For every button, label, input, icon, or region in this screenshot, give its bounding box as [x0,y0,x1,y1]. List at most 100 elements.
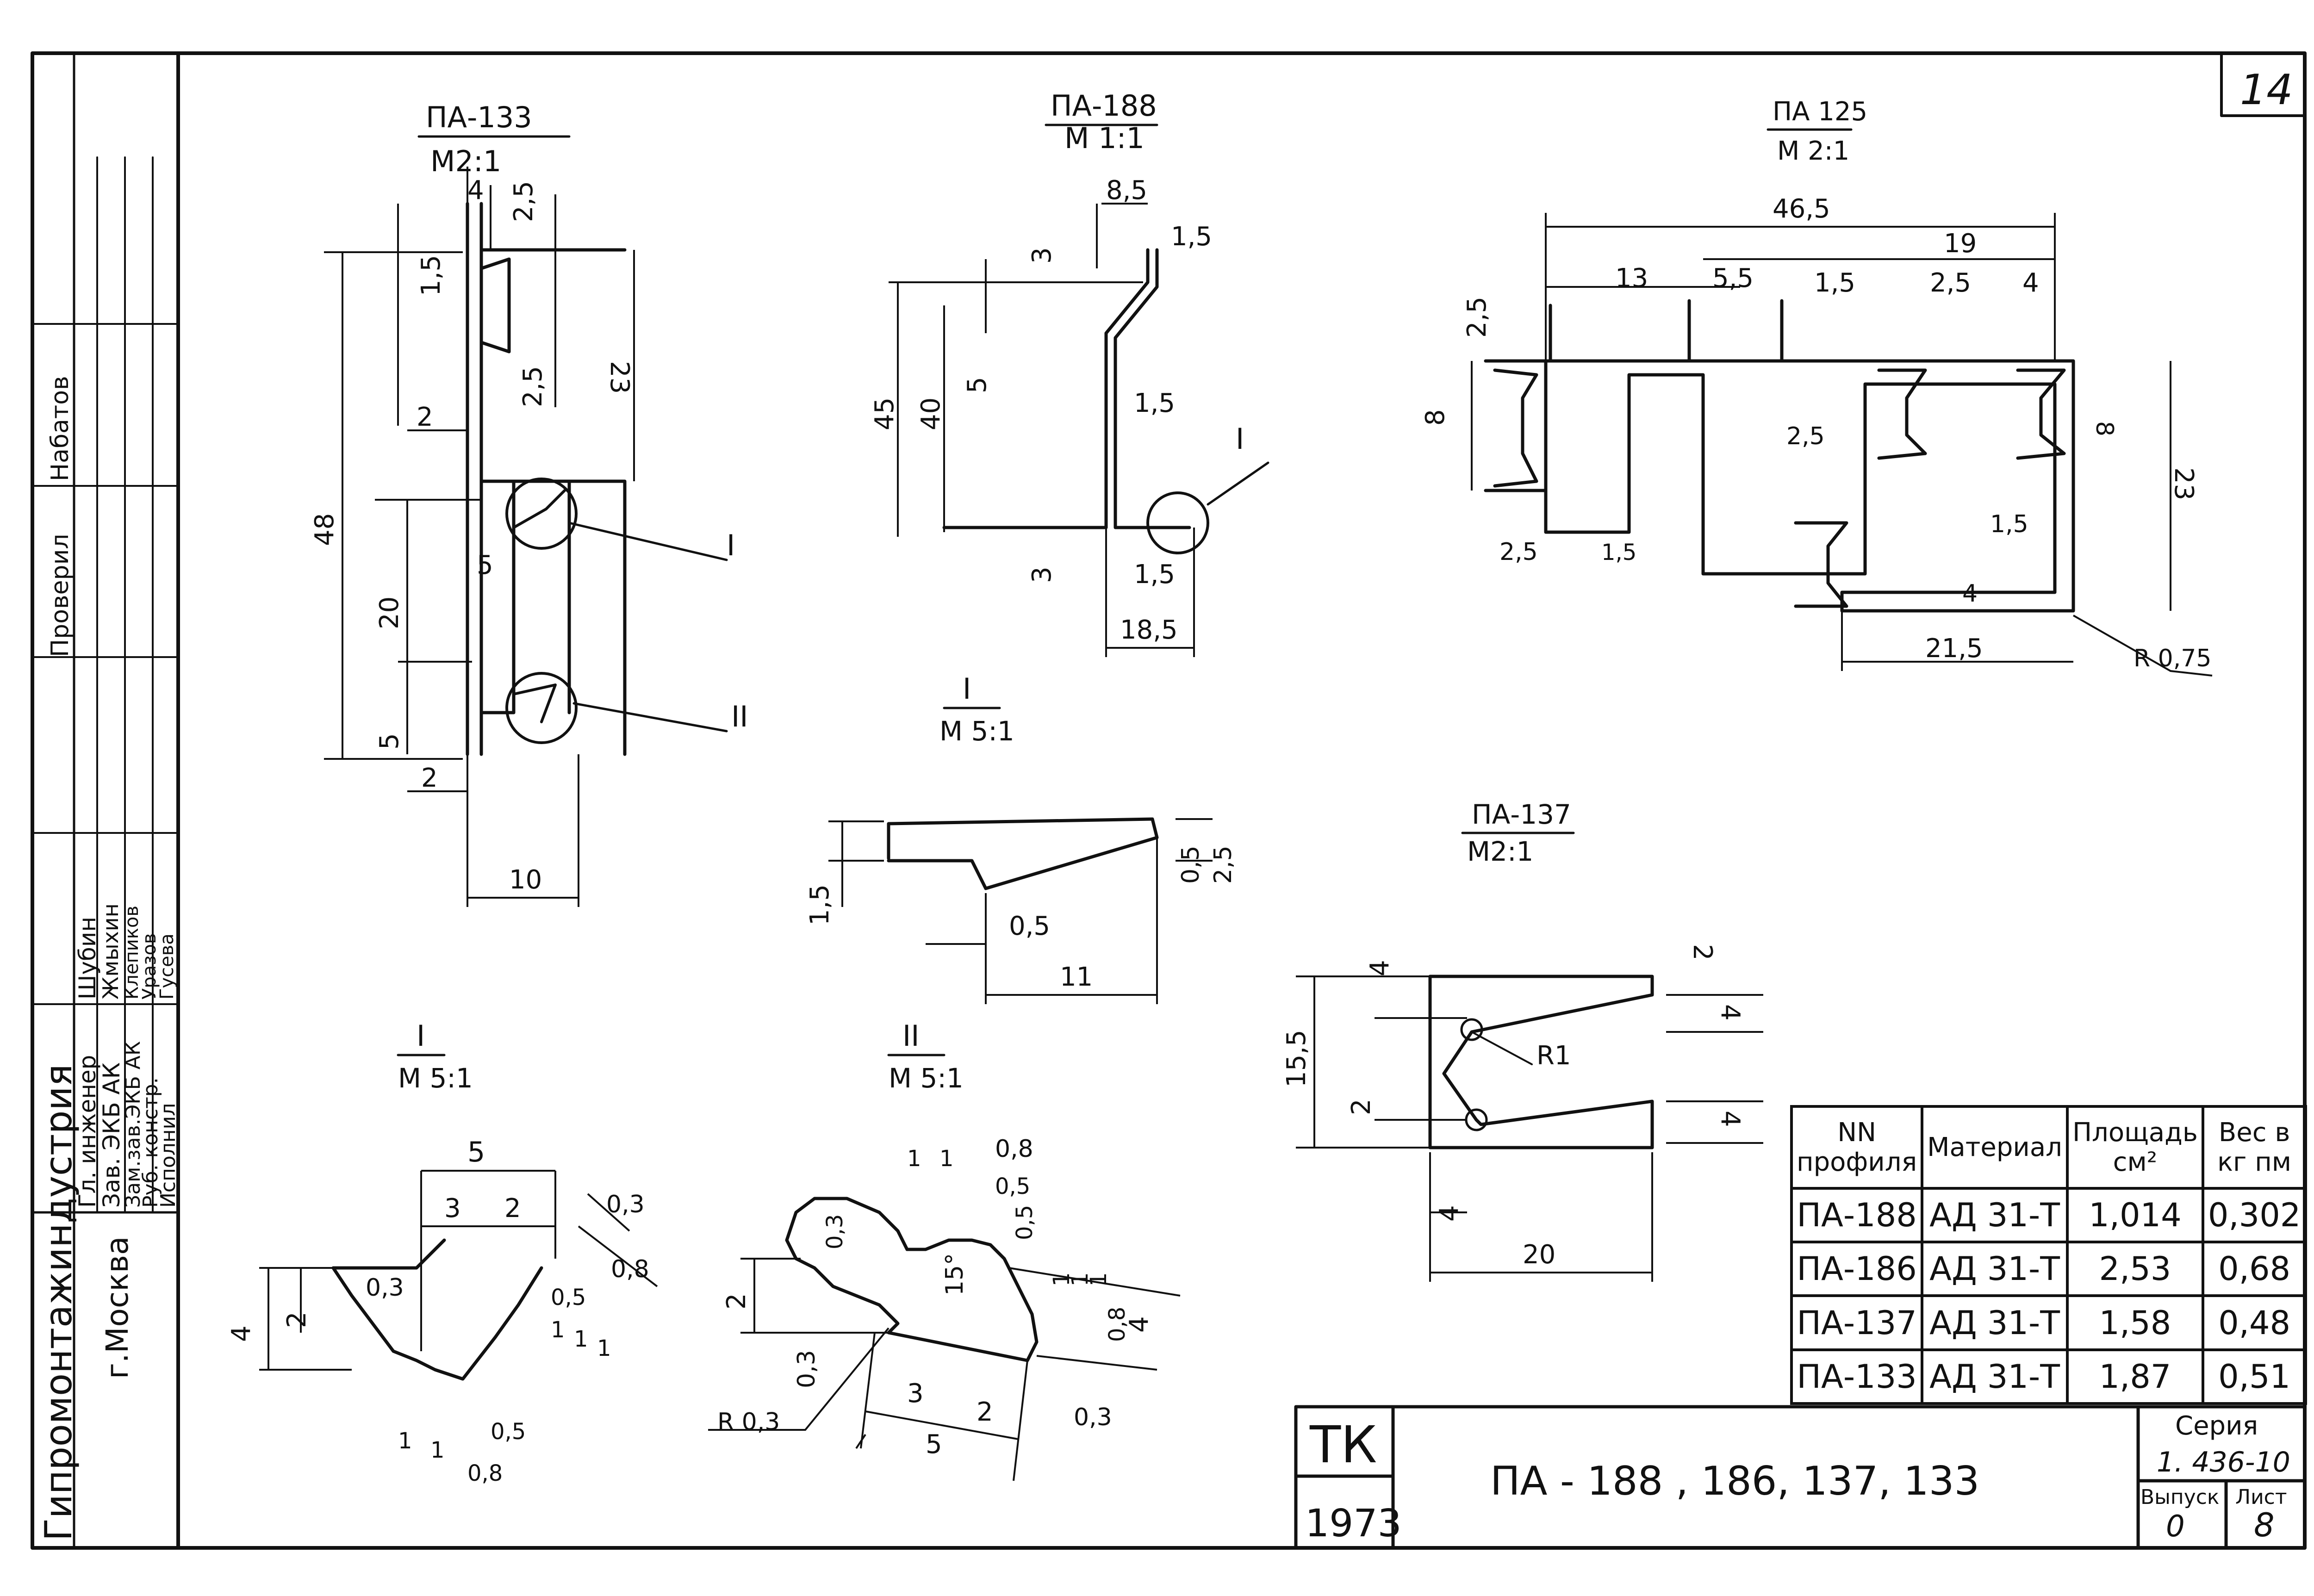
pa125-dim-1-5: 1,5 [1814,268,1855,298]
stamp-tk: ТК [1309,1415,1377,1474]
series-value: 1. 436-10 [2157,1446,2290,1478]
table-cell: АД 31-Т [1921,1294,2069,1351]
issue-value: 0 [2166,1509,2185,1544]
pa188-label-i: I [1236,422,1244,456]
role-0: Гл. инженер [74,1055,101,1208]
detail-ii-dim-r03: R 0,3 [717,1408,780,1436]
pa133-dim-10: 10 [509,865,542,895]
pa133-dim-5: 5 [477,550,493,580]
detail-i-dims [259,1170,658,1371]
table-header-cell: Площадь см² [2065,1105,2204,1190]
detail-ii-dim-0-5a: 0,5 [995,1174,1030,1199]
properties-table: NN профиля Материал Площадь см² Вес в кг… [1790,1105,2308,1405]
pa137-dim-4-tr: 4 [1715,1004,1745,1021]
detail-ii-dim-0-3a: 0,3 [822,1214,848,1249]
detail-i-dim-1c: 1 [551,1317,565,1343]
detail-ii-scale: М 5:1 [889,1062,964,1094]
title-block: ТК 1973 ПА - 188 , 186, 137, 133 Серия 1… [1294,1405,2307,1550]
detail-i-top: I М 5:1 1,5 0,5 0,5 2,5 11 [805,672,1237,1004]
pa125-dim-1-5-r: 1,5 [1990,510,2028,538]
pa125-dim-4-r: 4 [1962,580,1978,608]
pa188-dim-1-5-bottom: 1,5 [1134,559,1175,590]
pa133-dim-1-5: 1,5 [416,255,446,296]
detail-i-dim-1a: 1 [398,1428,412,1454]
approval-name: Набатов [46,376,74,481]
table-cell: ПА-137 [1790,1294,1924,1351]
role-4: Исполнил [156,1103,180,1208]
pa125-dim-23: 23 [2169,467,2199,500]
pa133-label-i: I [727,528,735,562]
pa137-name: ПА-137 [1472,799,1571,830]
pa133-dim-48: 48 [310,513,340,546]
pa125-outline [1484,299,2075,613]
pa125-dim-46-5: 46,5 [1773,194,1830,224]
table-row: ПА-188 АД 31-Т 1,014 0,302 [1790,1186,2308,1244]
pa133-dim-20: 20 [374,596,404,629]
pa133-label-ii: II [731,700,748,733]
pa133-dim-lines [324,167,635,907]
pa125-dim-2-5-mid: 2,5 [1786,422,1825,450]
detail-ii-dim-0-8b: 0,8 [1104,1307,1130,1342]
detail-ii-dim-4: 4 [1124,1316,1154,1333]
left-strip-grid [31,52,180,1549]
detail-ii-dim-0-5b: 0,5 [1012,1205,1038,1240]
pa125-dim-2-5-top: 2,5 [1930,268,1971,298]
pa188-dim-1-5-top: 1,5 [1171,222,1212,252]
pa188-dim-40: 40 [916,397,946,430]
detail-i-top-dim-2-5: 2,5 [1209,845,1237,884]
pa133-outline [466,202,627,756]
detail-i-dim-5: 5 [467,1136,485,1168]
table-row: ПА-186 АД 31-Т 2,53 0,68 [1790,1241,2308,1298]
detail-ii-dim-2b: 2 [977,1397,993,1427]
detail-ii-dim-5: 5 [926,1429,942,1459]
pa137-dim-4-tl: 4 [1365,960,1395,976]
pa137-scale: М2:1 [1467,836,1533,867]
pa125-dim-2-5-left: 2,5 [1462,297,1492,338]
detail-ii-dim-1e: 1 [1086,1272,1112,1286]
table-header-cell: NN профиля [1790,1105,1924,1190]
name-4: Гусева [156,933,178,1000]
sheet-value: 8 [2254,1506,2275,1544]
name-1: Жмыхин [98,903,123,1000]
pa125-dim-13: 13 [1615,263,1648,293]
detail-i-dim-2: 2 [504,1193,521,1223]
pa133-name: ПА-133 [426,100,532,134]
detail-i-dim-1e: 1 [597,1335,611,1361]
detail-i-dim-1d: 1 [574,1326,588,1352]
table-cell: 1,58 [2065,1294,2204,1351]
detail-i-dim-0-5b: 0,5 [491,1419,526,1445]
pa188-dim-5: 5 [962,377,992,393]
detail-i-top-name: I [963,672,971,706]
table-cell: 0,302 [2201,1186,2308,1244]
table-header-cell: Материал [1921,1105,2069,1190]
pa125-dim-lines [1471,213,2213,677]
profile-pa133: ПА-133 М2:1 48 23 20 4 2,5 1,5 2,5 2 5 5… [310,100,748,907]
name-0: Шубин [74,916,101,1000]
org-city: г.Москва [100,1236,135,1379]
pa188-outline [942,248,1191,529]
table-cell: 2,53 [2065,1241,2204,1298]
sheet-number: 14 [2240,66,2293,114]
detail-ii-dim-0-3c: 0,3 [1074,1403,1112,1431]
detail-i-top-dim-0-5a: 0,5 [1009,911,1050,941]
pa188-dim-18-5: 18,5 [1120,615,1178,645]
detail-i-dim-2b: 2 [282,1311,312,1328]
pa133-dim-2: 2 [417,402,433,432]
pa125-name: ПА 125 [1773,97,1867,127]
table-cell: ПА-133 [1790,1348,1924,1405]
detail-i-scale: М 5:1 [398,1062,473,1094]
table-cell: 1,87 [2065,1348,2204,1405]
detail-i-top-outline [887,817,1159,890]
pa125-dim-19: 19 [1944,229,1977,259]
pa188-detail-circle [1146,491,1209,554]
pa137-dim-4-br: 4 [1715,1111,1745,1127]
detail-ii-dim-1a: 1 [907,1146,921,1172]
pa188-dim-3-bottom: 3 [1027,566,1057,583]
pa137-dim-20: 20 [1523,1240,1555,1270]
table-cell: 1,014 [2065,1186,2204,1244]
pa137-dim-2-top: 2 [1687,944,1717,961]
series-label: Серия [2175,1411,2258,1441]
pa125-dim-4: 4 [2022,268,2039,298]
table-row: ПА-137 АД 31-Т 1,58 0,48 [1790,1294,2308,1351]
profile-pa137: ПА-137 М2:1 2 4 4 15,5 R1 2 4 4 20 [1281,799,1763,1282]
